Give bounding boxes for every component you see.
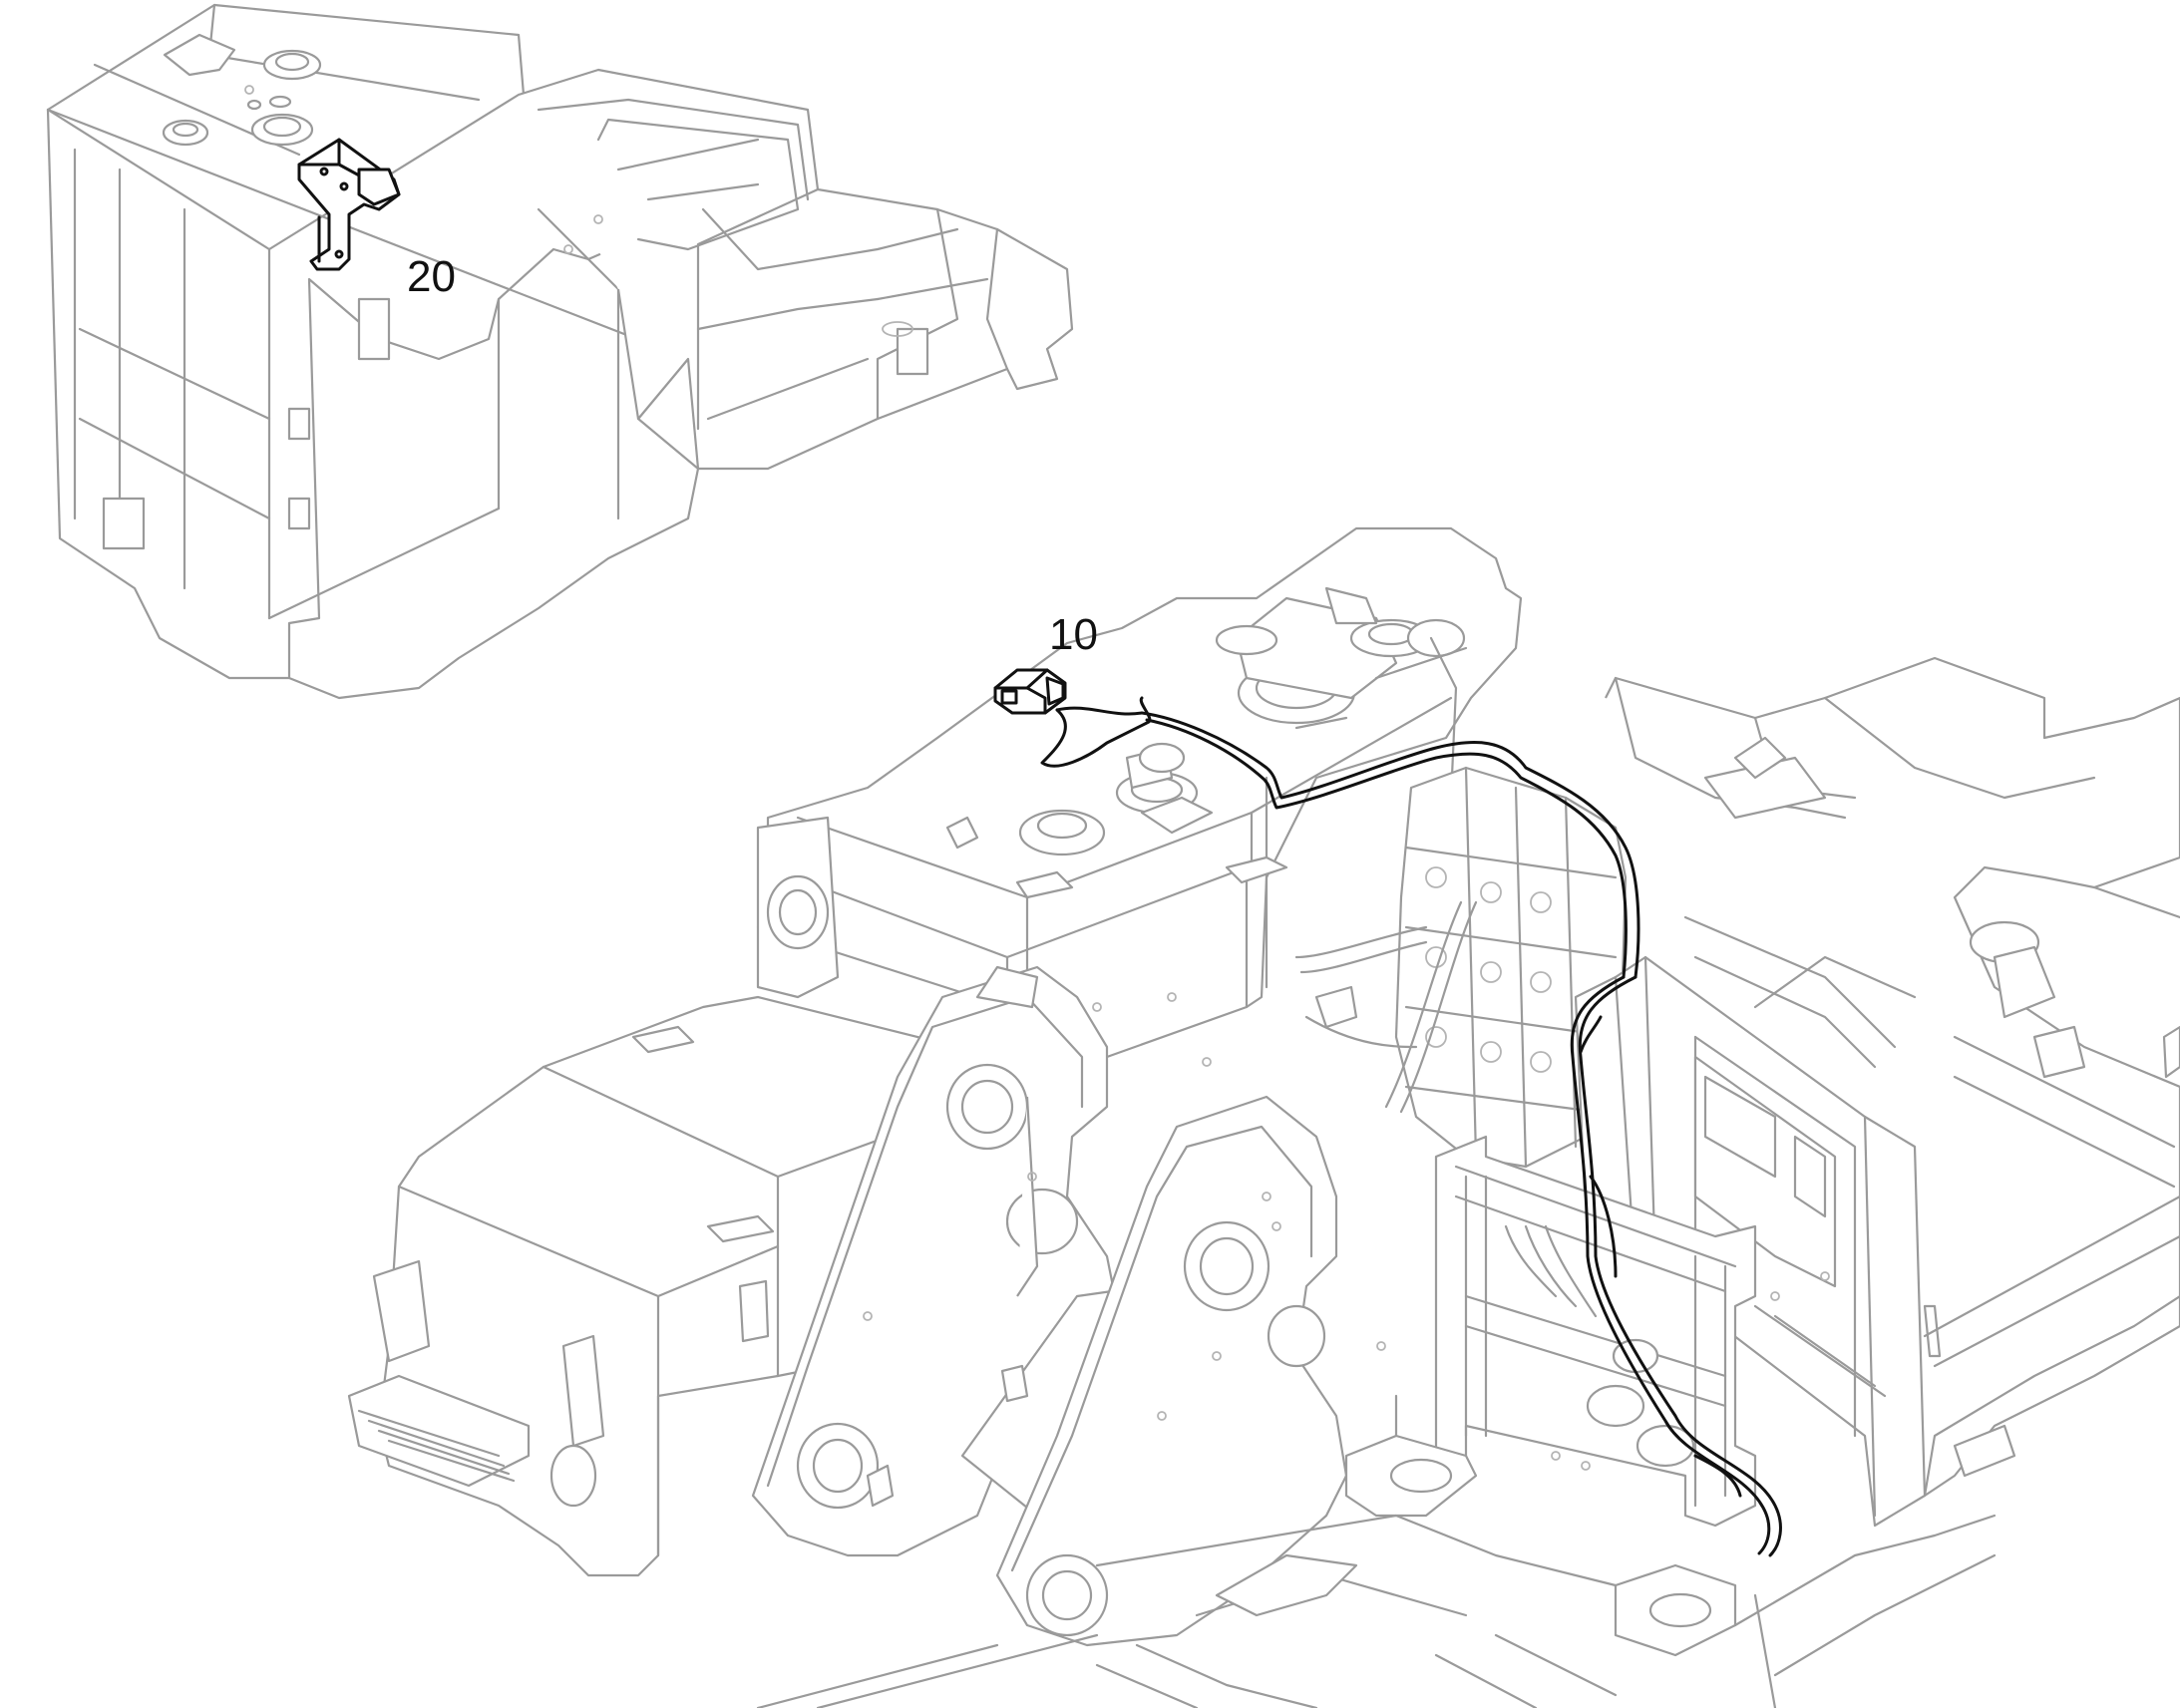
wiring-harness-part-10 — [993, 668, 1782, 1557]
detail-view-frame — [46, 3, 1074, 700]
main-assembly-view — [347, 526, 2180, 1708]
callout-20: 20 — [407, 252, 456, 301]
callout-10: 10 — [1049, 610, 1098, 659]
bracket-part-20 — [297, 138, 401, 271]
